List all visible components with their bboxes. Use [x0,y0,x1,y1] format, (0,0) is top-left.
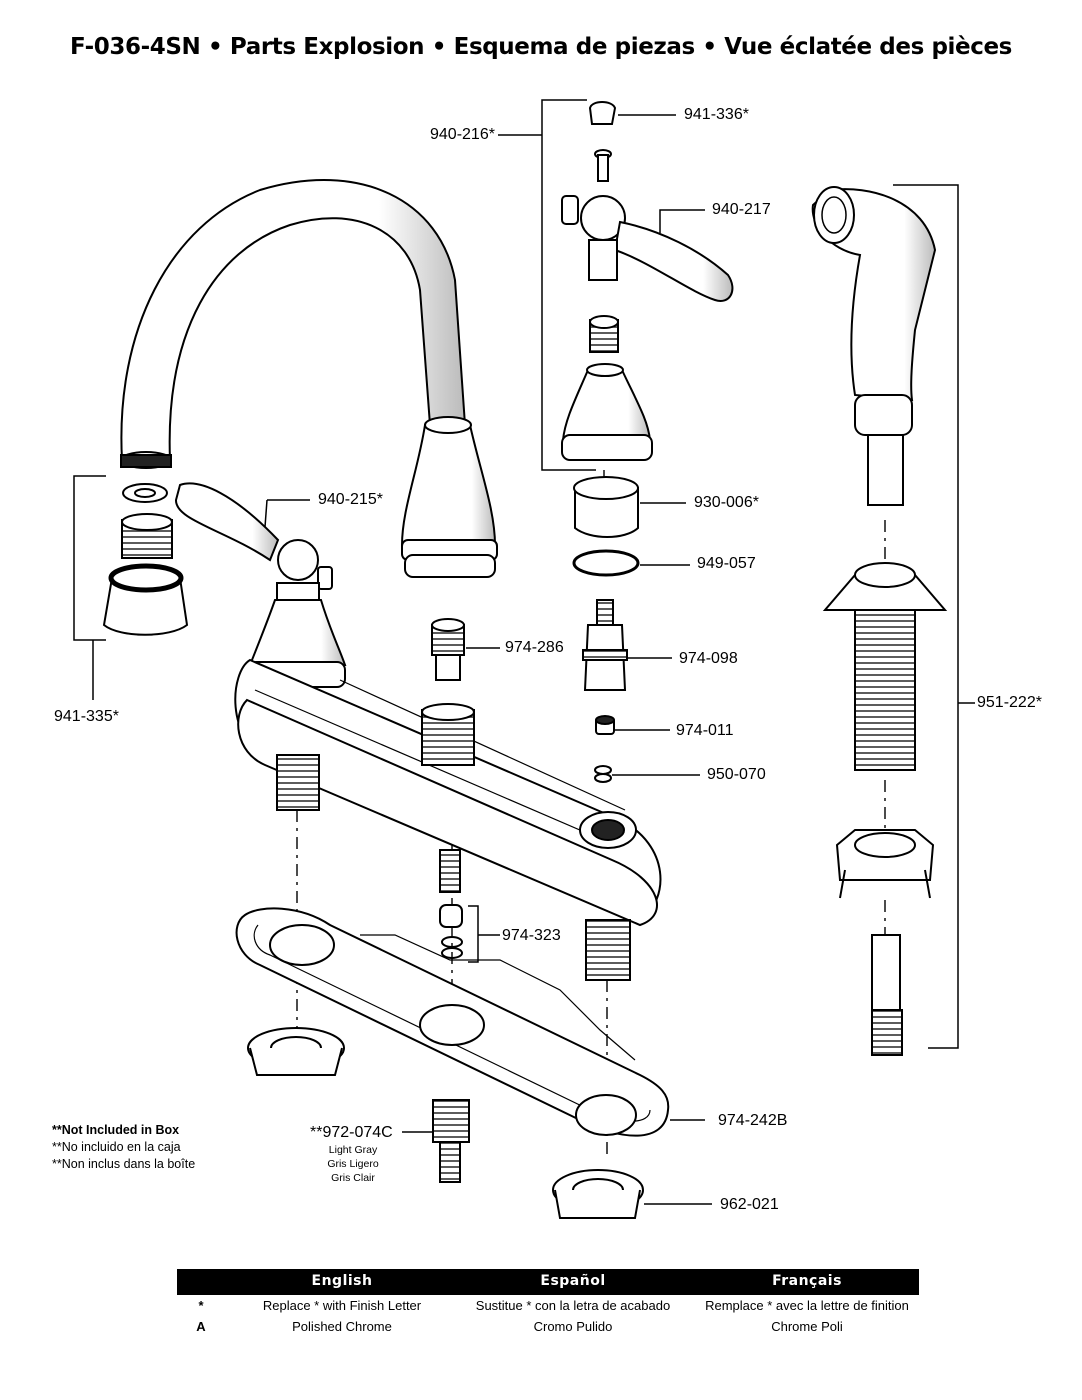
hose-color-fr: Gris Clair [331,1172,375,1184]
legend-row: * Replace * with Finish Letter Sustitue … [177,1296,919,1316]
label-949-057: 949-057 [697,555,756,572]
legend-header: English Español Français [177,1269,919,1295]
label-941-336: 941-336* [684,106,749,123]
legend-fr: Chrome Poli [771,1319,843,1334]
note-not-included-en: **Not Included in Box [52,1123,180,1137]
legend-es: Sustitue * con la letra de acabado [475,1298,671,1313]
note-not-included-es: **No incluido en la caja [52,1140,181,1154]
label-941-335: 941-335* [54,708,119,725]
label-940-215: 940-215* [318,491,383,508]
label-972-074c: **972-074C [310,1124,393,1141]
label-950-070: 950-070 [707,766,766,783]
label-940-217: 940-217 [712,201,771,218]
legend-header-en: English [311,1273,373,1289]
legend-header-fr: Français [772,1273,842,1289]
legend-en: Replace * with Finish Letter [262,1298,422,1313]
legend-en: Polished Chrome [292,1319,392,1334]
legend-header-es: Español [540,1273,606,1289]
label-951-222: 951-222* [977,694,1042,711]
label-974-011: 974-011 [676,722,734,739]
label-974-242b: 974-242B [718,1112,788,1129]
label-930-006: 930-006* [694,494,759,511]
legend-key: A [196,1319,206,1334]
page-title: F-036-4SN • Parts Explosion • Esquema de… [70,34,1012,60]
label-940-216: 940-216* [430,126,495,143]
label-962-021: 962-021 [720,1196,779,1213]
note-not-included-fr: **Non inclus dans la boîte [52,1157,196,1171]
hose-color-es: Gris Ligero [327,1158,379,1170]
label-974-098: 974-098 [679,650,738,667]
hose-color-en: Light Gray [328,1144,378,1156]
label-974-323: 974-323 [502,927,561,944]
label-974-286: 974-286 [505,639,564,656]
legend-key: * [198,1298,204,1313]
legend-row: A Polished Chrome Cromo Pulido Chrome Po… [177,1317,919,1337]
legend-es: Cromo Pulido [533,1319,613,1334]
legend-fr: Remplace * avec la lettre de finition [705,1298,909,1313]
